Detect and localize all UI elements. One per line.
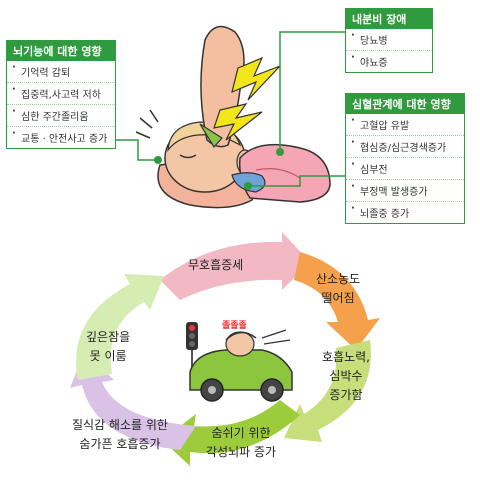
cycle-arrow-6 xyxy=(76,274,164,380)
endocrine-title: 내분비 장애 xyxy=(346,9,432,29)
list-item: 집중력,사고력 저하 xyxy=(7,82,115,104)
list-item: 협심증/심근경색증가 xyxy=(346,135,464,157)
cardio-effects-title: 심혈관계에 대한 영향 xyxy=(346,94,464,114)
cycle-step-4: 숨쉬기 위한 각성뇌파 증가 xyxy=(206,426,277,459)
list-item: 고혈압 유발 xyxy=(346,114,464,135)
cycle-step-2: 산소농도 떨어짐 xyxy=(316,272,361,305)
endocrine-list: 당뇨병 야뇨증 xyxy=(346,29,432,72)
list-item: 교통 · 안전사고 증가 xyxy=(7,126,115,148)
list-item: 당뇨병 xyxy=(346,29,432,50)
cycle-arrow-5 xyxy=(70,352,196,450)
lightning-bolt-icon xyxy=(213,103,263,141)
brain-effects-box: 뇌기능에 대한 영향 기억력 감퇴 집중력,사고력 저하 심한 주간졸리움 교통… xyxy=(6,40,116,149)
cycle-diagram xyxy=(70,232,380,466)
list-item: 기억력 감퇴 xyxy=(7,61,115,82)
list-item: 심부전 xyxy=(346,157,464,179)
cardio-effects-box: 심혈관계에 대한 영향 고혈압 유발 협심증/심근경색증가 심부전 부정맥 발생… xyxy=(345,93,465,224)
cycle-step-1: 무호흡증세 xyxy=(188,258,244,272)
snore-marks xyxy=(135,109,159,139)
list-item: 부정맥 발생증가 xyxy=(346,179,464,201)
connector-dot xyxy=(276,148,284,156)
cycle-arrow-1 xyxy=(160,232,310,300)
list-item: 뇌졸중 증가 xyxy=(346,201,464,223)
cycle-step-6: 깊은잠을 못 이룸 xyxy=(86,330,131,363)
speed-lines xyxy=(261,329,291,345)
cycle-step-5: 질식감 해소를 위한 숨가픈 호흡증가 xyxy=(72,418,168,451)
lightning-bolt-icon xyxy=(231,56,281,101)
connector-dot xyxy=(244,182,252,190)
connector-cardio xyxy=(248,175,345,187)
cycle-arrow-3 xyxy=(284,340,371,442)
brain-effects-title: 뇌기능에 대한 영향 xyxy=(7,41,115,61)
cycle-arrow-2 xyxy=(294,252,380,350)
list-item: 야뇨증 xyxy=(346,50,432,72)
list-item: 심한 주간졸리움 xyxy=(7,104,115,126)
cardio-effects-list: 고혈압 유발 협심증/심근경색증가 심부전 부정맥 발생증가 뇌졸중 증가 xyxy=(346,114,464,223)
connector-endocrine xyxy=(279,31,345,148)
brain-effects-list: 기억력 감퇴 집중력,사고력 저하 심한 주간졸리움 교통 · 안전사고 증가 xyxy=(7,61,115,148)
car-sign: 졸졸졸 xyxy=(222,321,247,331)
closed-eye xyxy=(179,154,197,159)
cycle-step-3: 호흡노력, 심박수 증가함 xyxy=(322,350,370,402)
car-illustration xyxy=(186,322,293,402)
endocrine-box: 내분비 장애 당뇨병 야뇨증 xyxy=(345,8,433,73)
connector-dot xyxy=(154,156,162,164)
nose-clip xyxy=(199,123,223,149)
blanket-fold xyxy=(255,168,301,179)
cycle-arrow-4 xyxy=(162,400,300,466)
